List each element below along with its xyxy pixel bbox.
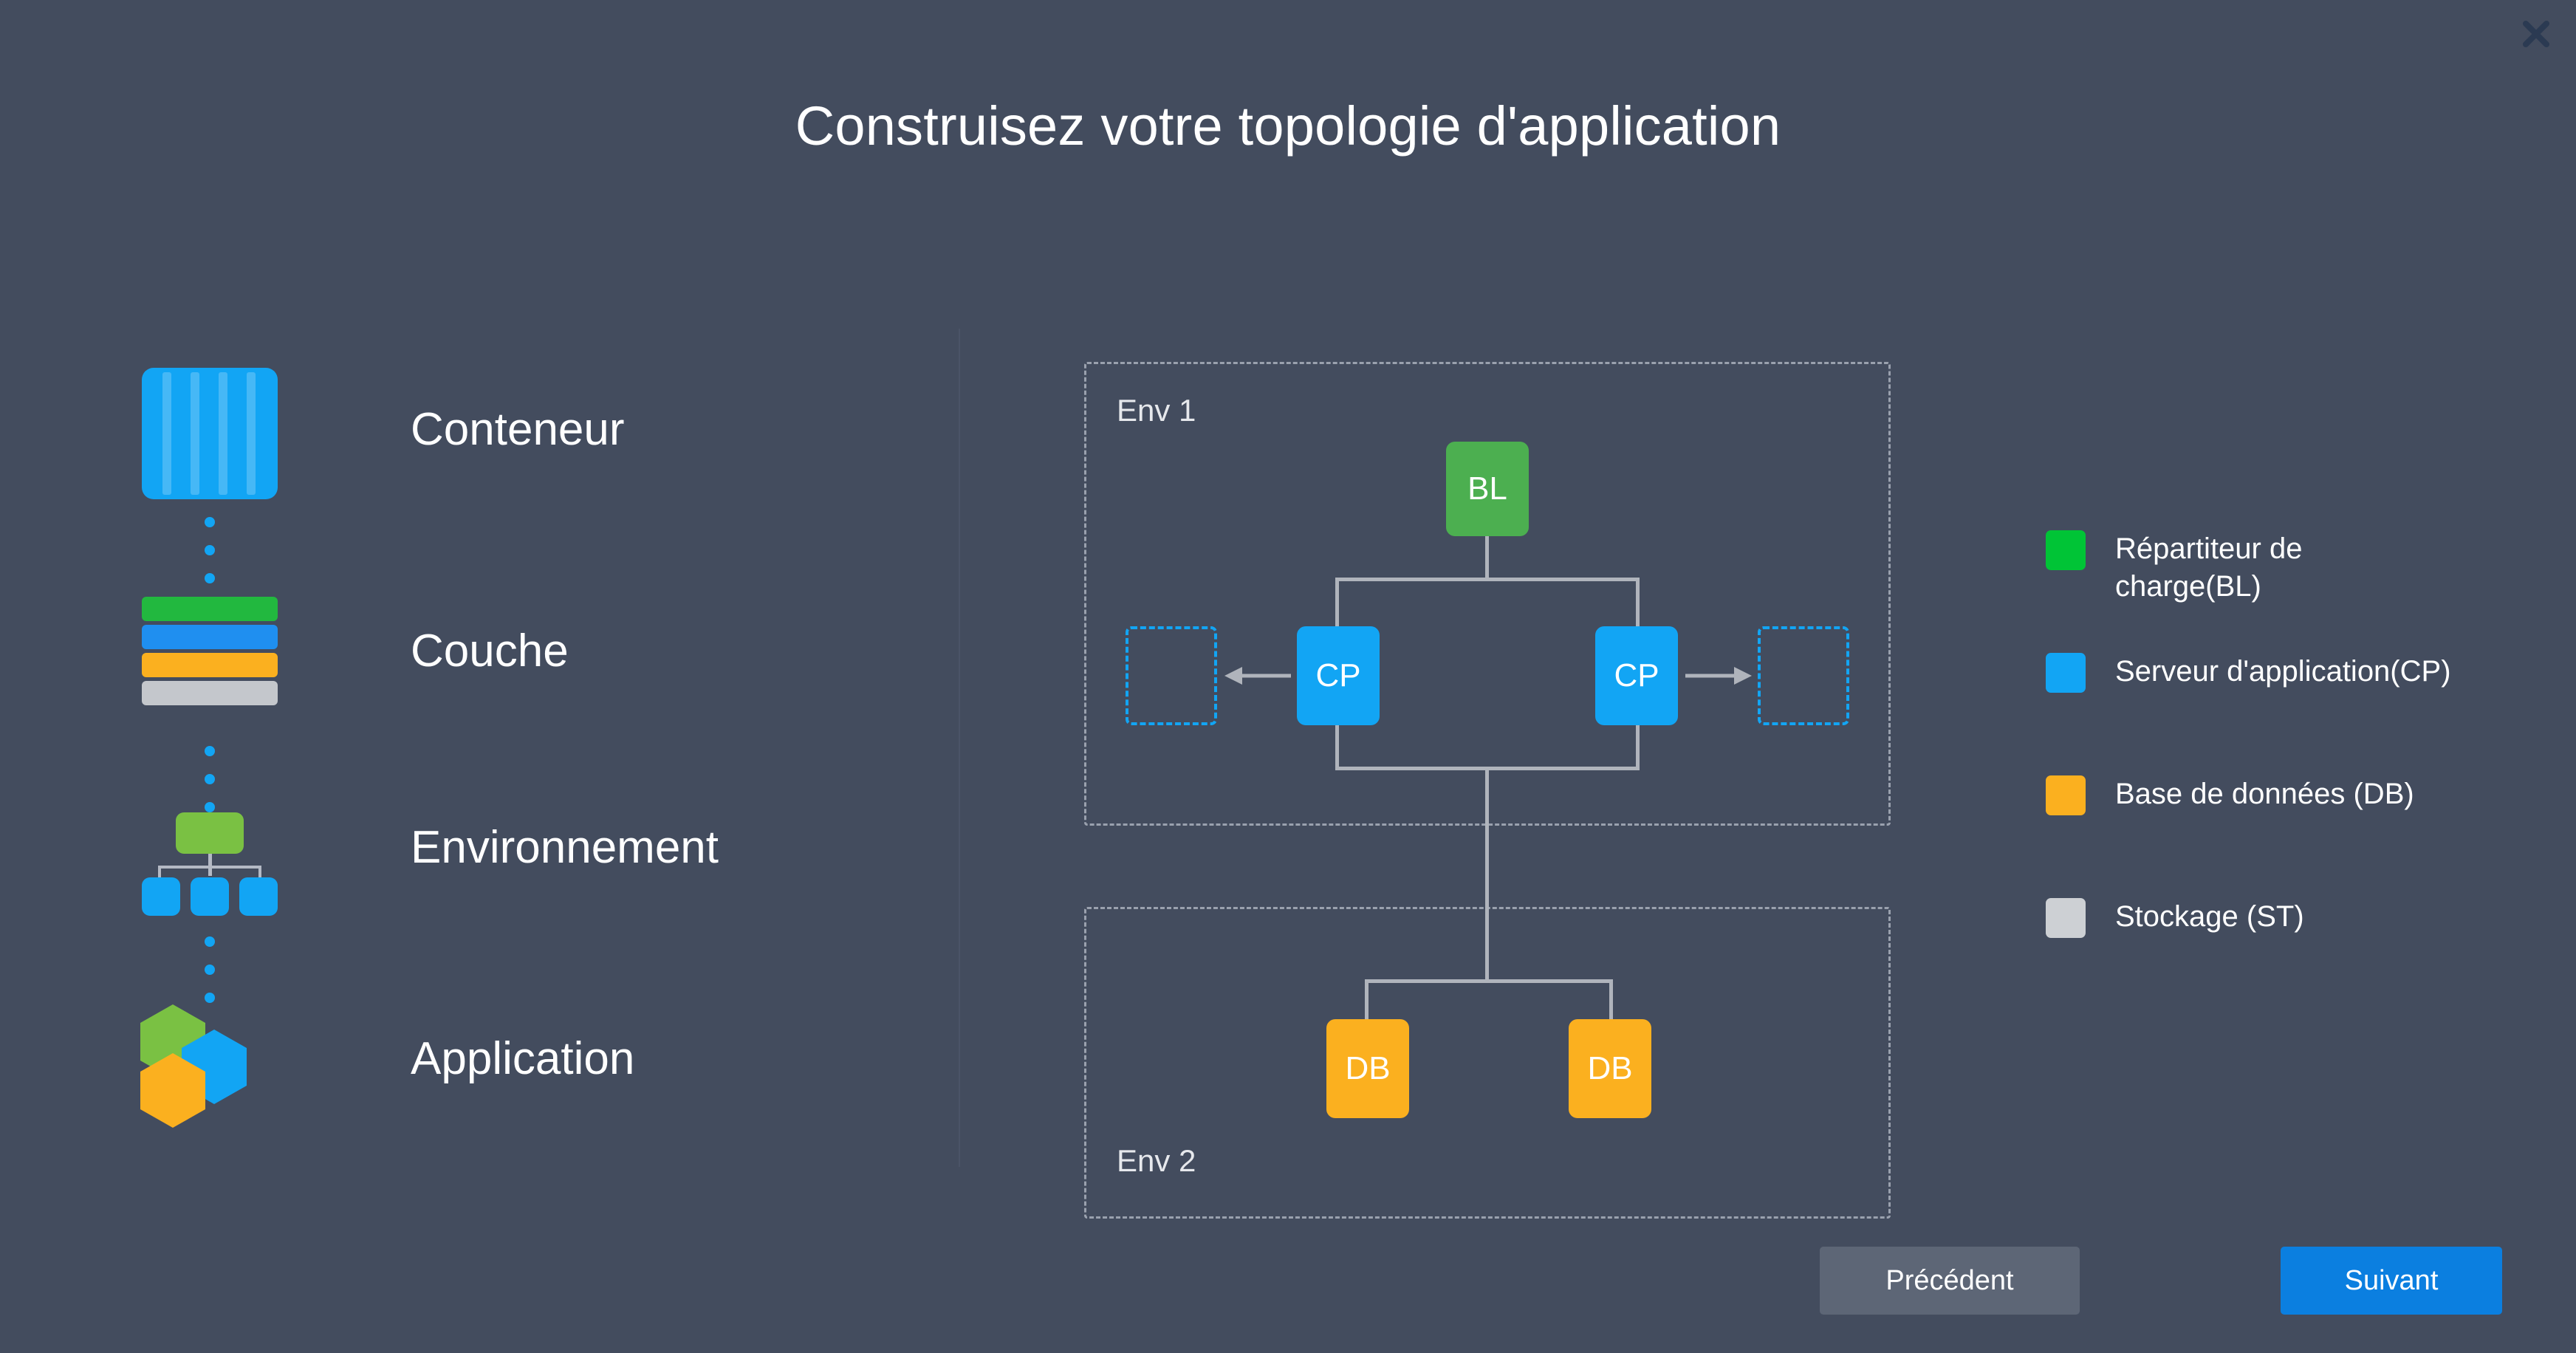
legend-label-database: Base de données (DB) (2115, 778, 2414, 810)
legend-swatch-blue (2046, 653, 2086, 693)
link-db-bracket (1365, 979, 1613, 983)
close-icon[interactable] (2512, 10, 2560, 58)
legend-item-database: Base de données (DB) (2046, 775, 2414, 815)
environment-label-env2: Env 2 (1117, 1143, 1196, 1178)
previous-button[interactable]: Précédent (1820, 1247, 2080, 1315)
concept-label-environment: Environnement (411, 822, 719, 873)
link-bracket-bot-left (1335, 724, 1339, 770)
arrow-right-icon (1682, 660, 1753, 695)
environment-box-env1[interactable] (1084, 362, 1891, 826)
legend-label-load-balancer: Répartiteur de charge(BL) (2115, 532, 2303, 603)
legend-item-storage: Stockage (ST) (2046, 898, 2304, 938)
hexagons-glyph (140, 1004, 247, 1128)
link-db-bracket-right (1609, 979, 1613, 1022)
node-cp-2[interactable]: CP (1595, 626, 1678, 725)
link-bracket-top-right (1636, 578, 1640, 628)
link-db-bracket-left (1365, 979, 1368, 1022)
page-title: Construisez votre topologie d'applicatio… (795, 95, 1781, 157)
vertical-divider (959, 329, 960, 1167)
arrow-left-icon (1223, 660, 1294, 695)
topology-diagram: Env 1 Env 2 BL CP CP DB DB (1084, 362, 1911, 1219)
node-db-2[interactable]: DB (1569, 1019, 1651, 1118)
close-glyph (2523, 21, 2549, 47)
dotted-connector-1 (205, 517, 215, 601)
concept-label-layer: Couche (411, 626, 569, 676)
legend-swatch-orange (2046, 775, 2086, 815)
legend-item-app-server: Serveur d'application(CP) (2046, 653, 2451, 693)
dialog-footer: Précédent Suivant (0, 1247, 2576, 1321)
legend-swatch-gray (2046, 898, 2086, 938)
placeholder-slot-right[interactable] (1758, 626, 1849, 725)
legend-swatch-green (2046, 530, 2086, 570)
layer-stack-icon (142, 597, 278, 709)
concept-label-container: Conteneur (411, 404, 625, 455)
link-bl-down (1485, 533, 1489, 579)
legend-item-load-balancer: Répartiteur de charge(BL) (2046, 530, 2455, 606)
placeholder-slot-left[interactable] (1126, 626, 1217, 725)
container-icon (142, 368, 278, 499)
dotted-connector-3 (205, 936, 215, 1021)
next-button[interactable]: Suivant (2281, 1247, 2502, 1315)
node-bl[interactable]: BL (1446, 442, 1529, 536)
environment-label-env1: Env 1 (1117, 393, 1196, 428)
link-bracket-top-left (1335, 578, 1339, 628)
legend-label-app-server: Serveur d'application(CP) (2115, 655, 2451, 688)
link-bracket-bot-right (1636, 724, 1640, 770)
application-hexagons-icon (137, 1004, 273, 1128)
link-bracket-top (1335, 578, 1640, 581)
legend-label-storage: Stockage (ST) (2115, 900, 2304, 933)
concept-label-application: Application (411, 1033, 635, 1084)
node-db-1[interactable]: DB (1326, 1019, 1409, 1118)
dotted-connector-2 (205, 746, 215, 830)
link-trunk-to-env2 (1485, 767, 1489, 981)
node-cp-1[interactable]: CP (1297, 626, 1380, 725)
environment-tree-icon (142, 812, 278, 916)
